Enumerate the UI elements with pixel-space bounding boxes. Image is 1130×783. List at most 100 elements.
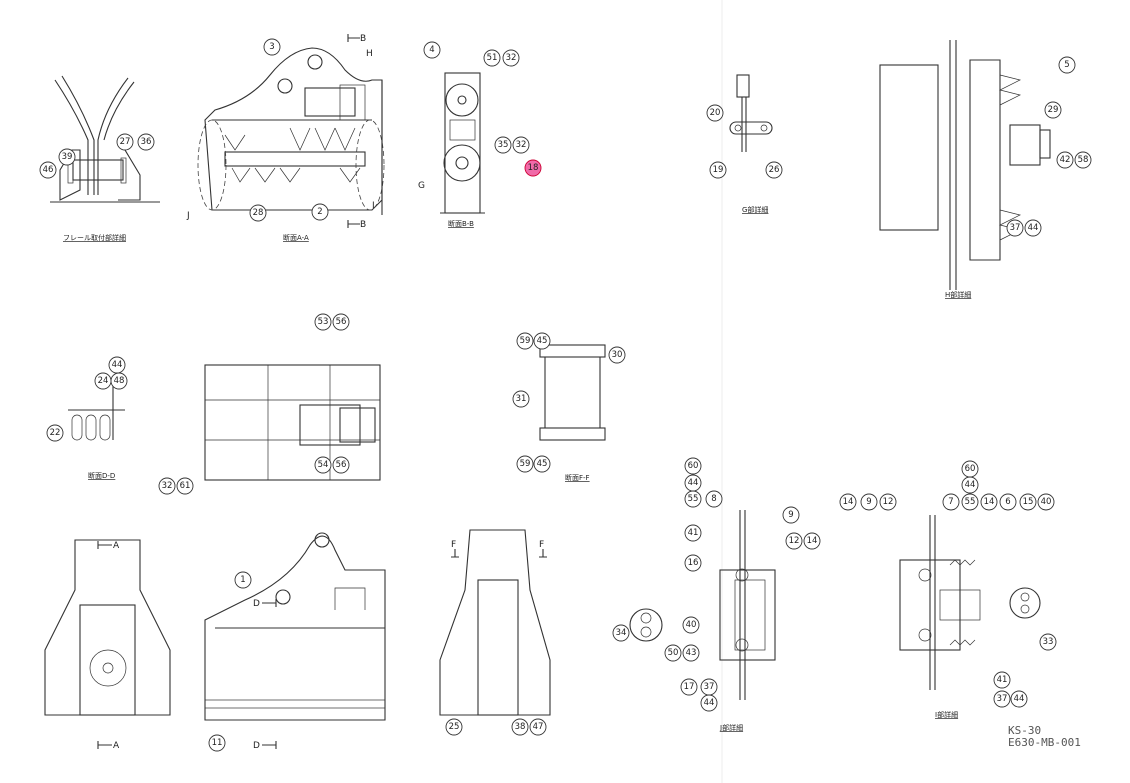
part-number: 14 <box>807 536 818 546</box>
balloon-circle <box>999 493 1017 511</box>
section-aa-view: B B H J I 断面A-A <box>186 34 385 242</box>
part-number: 6 <box>1005 497 1010 507</box>
balloon-circle <box>94 372 112 390</box>
part-number: 40 <box>1041 497 1052 507</box>
part-number: 12 <box>883 497 894 507</box>
part-balloon: 44 <box>1024 219 1042 237</box>
part-number: 42 <box>1060 155 1071 165</box>
part-balloon: 41 <box>684 524 702 542</box>
balloon-circle <box>1056 151 1074 169</box>
part-balloon: 11 <box>208 734 226 752</box>
part-number: 34 <box>616 628 627 638</box>
balloon-circle <box>682 644 700 662</box>
part-number: 41 <box>688 528 699 538</box>
detail-mark-j: J <box>186 211 190 221</box>
caption-detail-i: I部詳細 <box>935 710 958 719</box>
part-balloon: 44 <box>700 694 718 712</box>
part-balloon: 37 <box>1006 219 1024 237</box>
balloon-circle <box>1024 219 1042 237</box>
balloon-circle <box>1019 493 1037 511</box>
part-balloon: 24 <box>94 372 112 390</box>
section-mark-b-top: B <box>360 34 366 44</box>
part-number: 2 <box>317 207 322 217</box>
balloon-circle <box>516 332 534 350</box>
part-number: 53 <box>318 317 329 327</box>
detail-h-view: H部詳細 <box>879 40 1051 299</box>
part-balloon: 9 <box>782 506 800 524</box>
part-balloon: 59 <box>516 332 534 350</box>
balloon-circle <box>494 136 512 154</box>
detail-mark-h: H <box>366 49 373 59</box>
part-balloon: 8 <box>705 490 723 508</box>
part-number: 50 <box>668 648 679 658</box>
drawing-number: E630-MB-001 <box>1008 736 1081 749</box>
balloon-circle <box>706 104 724 122</box>
part-balloon: 35 <box>494 136 512 154</box>
part-number: 16 <box>688 558 699 568</box>
caption-flail-mount-detail: フレール取付部詳細 <box>63 233 126 242</box>
part-number: 31 <box>516 394 527 404</box>
part-balloon: 22 <box>46 424 64 442</box>
front-view: A A <box>44 539 171 751</box>
part-number: 32 <box>506 53 517 63</box>
section-mark-f-right: F <box>539 540 544 550</box>
caption-section-dd: 断面D-D <box>88 471 115 480</box>
balloon-circle <box>516 455 534 473</box>
part-balloon: 43 <box>682 644 700 662</box>
section-mark-b-bottom: B <box>360 220 366 230</box>
part-number: 45 <box>537 459 548 469</box>
part-number: 41 <box>997 675 1008 685</box>
balloon-circle <box>993 690 1011 708</box>
balloon-circle <box>176 477 194 495</box>
part-balloon: 48 <box>110 372 128 390</box>
part-balloon: 6 <box>999 493 1017 511</box>
balloon-circle <box>664 644 682 662</box>
part-balloon: 59 <box>516 455 534 473</box>
section-mark-d-top: D <box>253 599 260 609</box>
balloon-circle <box>961 493 979 511</box>
part-number: 33 <box>1043 637 1054 647</box>
balloon-circle <box>234 571 252 589</box>
detail-34-view <box>629 608 663 642</box>
rear-view: F F <box>439 529 551 716</box>
part-balloon: 34 <box>612 624 630 642</box>
part-number: 11 <box>212 738 223 748</box>
part-number: 44 <box>688 478 699 488</box>
part-balloon: 19 <box>709 161 727 179</box>
part-number: 60 <box>688 461 699 471</box>
part-number: 39 <box>62 152 73 162</box>
detail-g-view: G部詳細 <box>729 74 773 214</box>
balloon-circle <box>524 159 542 177</box>
balloon-circle <box>39 161 57 179</box>
part-balloon: 14 <box>803 532 821 550</box>
balloon-circle <box>512 390 530 408</box>
part-balloon: 26 <box>765 161 783 179</box>
part-balloon: 7 <box>942 493 960 511</box>
part-number: 35 <box>498 140 509 150</box>
part-number: 59 <box>520 336 531 346</box>
balloon-circle <box>682 616 700 634</box>
part-number: 44 <box>1014 694 1025 704</box>
part-balloon: 40 <box>1037 493 1055 511</box>
balloon-circle <box>860 493 878 511</box>
balloon-circle <box>709 161 727 179</box>
part-number: 8 <box>711 494 716 504</box>
caption-section-aa: 断面A-A <box>283 233 309 242</box>
part-balloon: 30 <box>608 346 626 364</box>
balloon-circle <box>785 532 803 550</box>
balloon-circle <box>58 148 76 166</box>
part-balloon: 44 <box>108 356 126 374</box>
part-balloon: 58 <box>1074 151 1092 169</box>
part-balloon: 4 <box>423 41 441 59</box>
balloon-circle <box>249 204 267 222</box>
balloon-circle <box>612 624 630 642</box>
caption-section-bb: 断面B-B <box>448 219 474 228</box>
part-balloon: 18 <box>524 159 542 177</box>
part-balloon: 53 <box>314 313 332 331</box>
part-number: 22 <box>50 428 61 438</box>
part-balloon: 38 <box>511 718 529 736</box>
balloon-circle <box>423 41 441 59</box>
balloon-circle <box>1006 219 1024 237</box>
part-number: 38 <box>515 722 526 732</box>
part-balloon: 16 <box>684 554 702 572</box>
